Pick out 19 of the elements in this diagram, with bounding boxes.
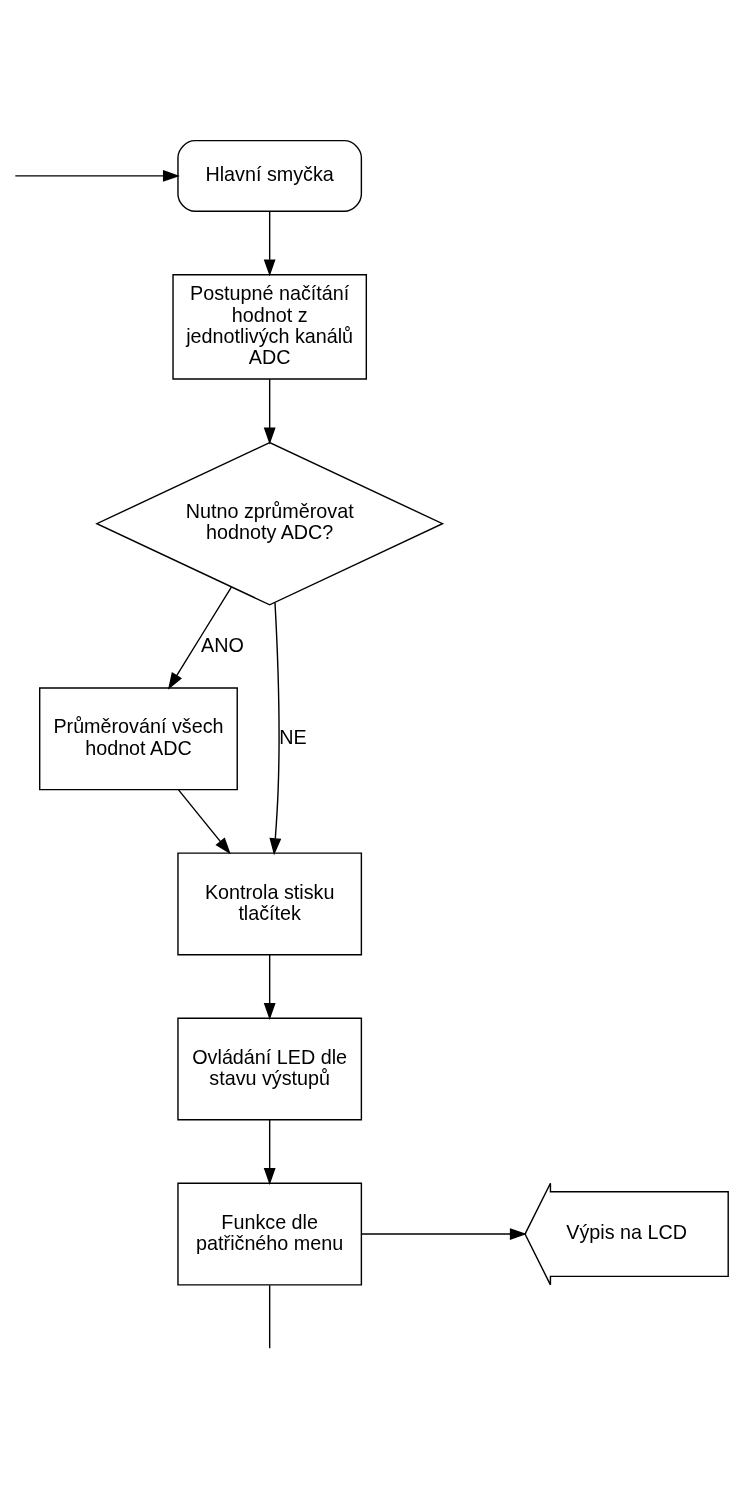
edge-label: ANO [201,633,244,656]
arrow [168,586,233,690]
connector [268,1284,271,1349]
node-box: Funkce dle patřičného menu [177,1182,363,1286]
node-box: Průměrování všech hodnot ADC [39,687,238,791]
arrow [263,954,276,1020]
arrow [177,789,231,855]
node-box: Hlavní smyčka [177,139,363,212]
arrow [361,1228,527,1240]
arrow [263,1119,276,1185]
node-diamond: Nutno zprůměrovat hodnoty ADC? [95,441,445,606]
node-box: Postupné načítání hodnot z jednotlivých kanálů ADC [172,273,368,380]
arrow [263,210,276,277]
arrow [263,378,276,445]
node-box: Kontrola stisku tlačítek [177,852,363,956]
edge-label: NE [279,726,307,749]
arrow [269,601,282,856]
node-box: Ovládání LED dle stavu výstupů [177,1017,363,1121]
arrow [14,170,180,182]
